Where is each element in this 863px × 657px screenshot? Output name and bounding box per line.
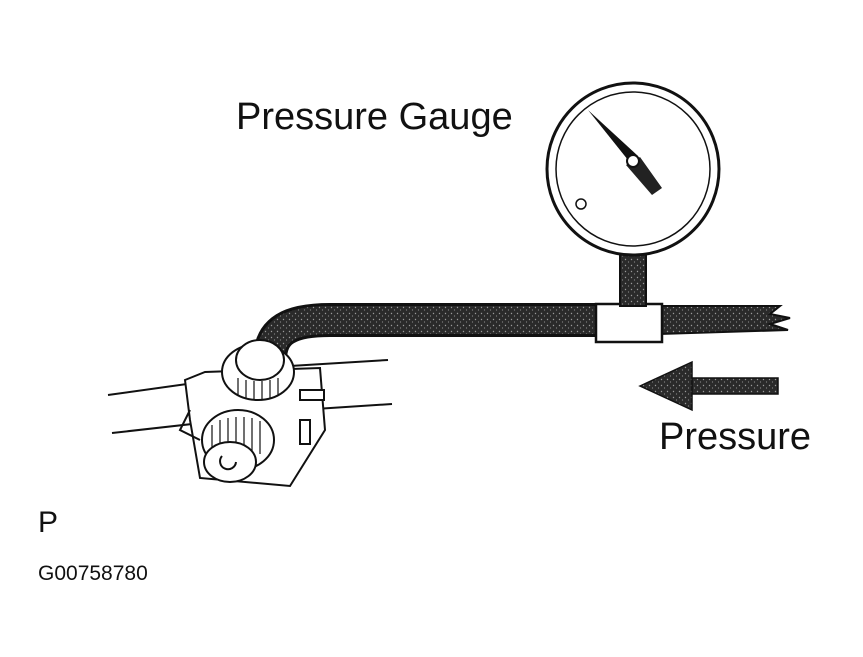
pressure-direction-label: Pressure [659,416,812,458]
pressure-gauge-icon [545,81,721,257]
tee-fitting [594,302,664,344]
pump-fitting-icon [107,339,393,488]
corner-label: P [38,506,59,539]
flow-arrow-left-icon [638,360,779,412]
gauge-stem [619,251,647,307]
figure-id: G00758780 [38,562,148,585]
pressure-gauge-label: Pressure Gauge [236,96,513,138]
hose [253,303,791,362]
